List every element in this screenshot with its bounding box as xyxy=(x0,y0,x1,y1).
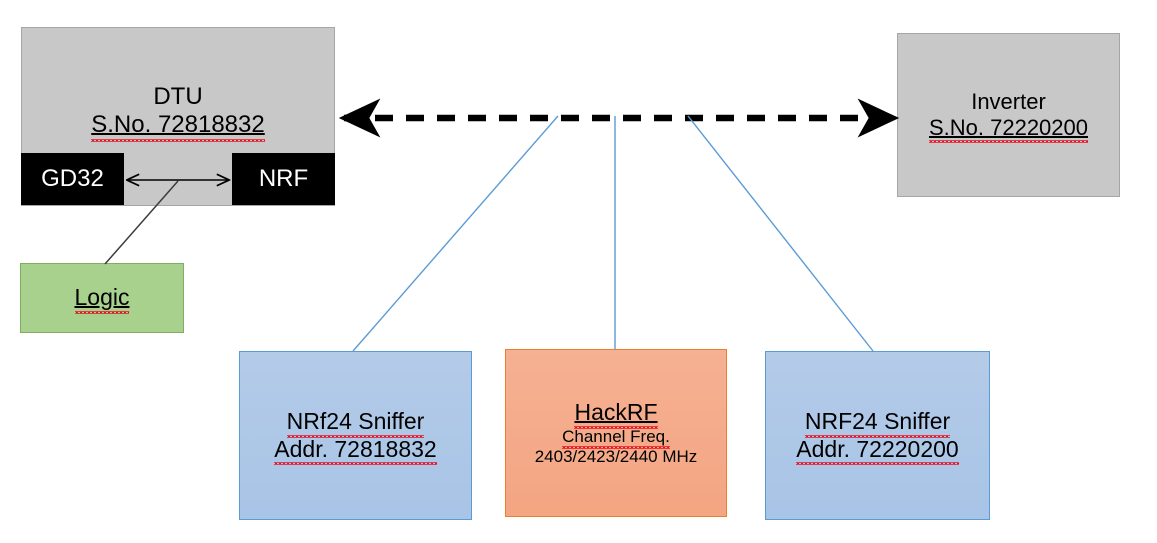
chip-nrf[interactable]: NRF xyxy=(232,153,335,205)
node-inverter[interactable]: Inverter S.No. 72220200 xyxy=(897,33,1120,197)
inverter-serial: S.No. 72220200 xyxy=(928,115,1089,143)
dtu-serial-text: S.No. 72818832 xyxy=(91,111,266,142)
sniffer-right-line2: Addr. 72220200 xyxy=(796,435,960,465)
sniffer-left-line1-text: NRf24 Sniffer xyxy=(286,408,425,438)
sniffer-right-line1: NRF24 Sniffer xyxy=(804,408,951,438)
sniffer-left-line2-text: Addr. 72818832 xyxy=(274,435,438,465)
sniffer-left-line2: Addr. 72818832 xyxy=(274,435,438,465)
logic-label: Logic xyxy=(74,284,130,314)
sniffer-right-line1-text: NRF24 Sniffer xyxy=(804,408,951,438)
node-hackrf[interactable]: HackRF Channel Freq. 2403/2423/2440 MHz xyxy=(505,349,727,517)
chip-gd32[interactable]: GD32 xyxy=(21,153,124,205)
capture-tap-left xyxy=(352,115,559,352)
chip-nrf-label: NRF xyxy=(258,165,309,192)
sniffer-left-line1: NRf24 Sniffer xyxy=(286,408,425,438)
hackrf-line2: Channel Freq. xyxy=(562,426,670,449)
node-sniffer-right[interactable]: NRF24 Sniffer Addr. 72220200 xyxy=(765,351,990,520)
hackrf-line1-text: HackRF xyxy=(574,399,658,429)
inverter-serial-text: S.No. 72220200 xyxy=(928,115,1089,143)
node-logic[interactable]: Logic xyxy=(20,263,184,333)
dtu-serial: S.No. 72818832 xyxy=(91,111,266,142)
dtu-title: DTU xyxy=(153,83,203,110)
inverter-title: Inverter xyxy=(971,89,1046,115)
node-sniffer-left[interactable]: NRf24 Sniffer Addr. 72818832 xyxy=(239,351,472,520)
sniffer-right-line2-text: Addr. 72220200 xyxy=(796,435,960,465)
chip-gd32-label: GD32 xyxy=(41,165,104,192)
hackrf-line2-text: Channel Freq. xyxy=(562,426,670,449)
hackrf-line1: HackRF xyxy=(574,399,658,429)
hackrf-line3: 2403/2423/2440 MHz xyxy=(534,446,698,466)
capture-tap-right xyxy=(687,115,874,352)
